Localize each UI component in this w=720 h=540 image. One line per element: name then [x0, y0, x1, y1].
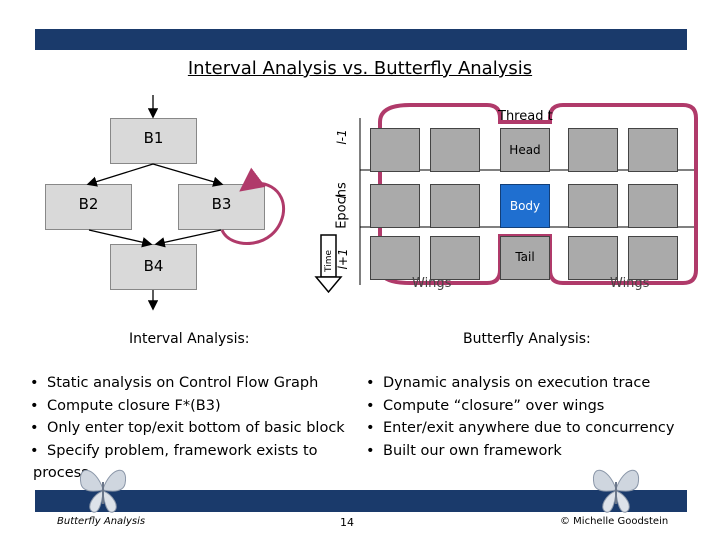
- thread-cell: [430, 236, 480, 280]
- thread-cell: [568, 236, 618, 280]
- wings-label-left: Wings: [412, 276, 452, 291]
- thread-cell: [628, 236, 678, 280]
- footer-author: © Michelle Goodstein: [560, 516, 669, 527]
- butterfly-heading: Butterfly Analysis:: [463, 331, 591, 347]
- thread-cell: [430, 128, 480, 172]
- epoch-row-l-plus-1: l+1: [336, 248, 350, 270]
- butterfly-tail-cell: Tail: [500, 236, 550, 280]
- butterfly-bullet-list: •Dynamic analysis on execution trace •Co…: [366, 372, 674, 462]
- slide-title: Interval Analysis vs. Butterfly Analysis: [187, 58, 533, 79]
- footer-presentation-name: Butterfly Analysis: [57, 516, 146, 527]
- thread-cell: [568, 184, 618, 228]
- thread-cell: [568, 128, 618, 172]
- epoch-row-l-minus-1: l-1: [335, 129, 349, 145]
- list-item: •Enter/exit anywhere due to concurrency: [366, 420, 675, 436]
- list-item: •Specify problem, framework exists to: [30, 442, 318, 459]
- cfg-block-b1: B1: [110, 118, 197, 164]
- butterfly-logo-icon: [79, 469, 127, 513]
- list-item: •Compute closure F*(B3): [30, 397, 221, 414]
- list-item: •Built our own framework: [366, 442, 562, 459]
- head-label: Head: [509, 143, 541, 157]
- thread-cell: [430, 184, 480, 228]
- thread-cell: [628, 128, 678, 172]
- cfg-edge-b3-b4: [154, 229, 222, 248]
- thread-cell: [370, 184, 420, 228]
- cfg-edge-b1-b2: [86, 163, 154, 187]
- butterfly-head-cell: Head: [500, 128, 550, 172]
- butterfly-body-cell: Body: [500, 184, 550, 228]
- cfg-self-loop-b3: [220, 167, 286, 245]
- cfg-edge-b1-b3: [152, 163, 224, 187]
- thread-cell: [628, 184, 678, 228]
- list-item-continuation: process: [33, 465, 89, 481]
- thread-label: Thread t: [498, 109, 553, 124]
- butterfly-logo-icon: [592, 469, 640, 513]
- thread-cell: [370, 128, 420, 172]
- list-item: •Compute “closure” over wings: [366, 397, 605, 414]
- interval-bullet-list: •Static analysis on Control Flow Graph •…: [30, 372, 345, 485]
- wings-label-right: Wings: [610, 276, 650, 291]
- time-label: Time: [324, 249, 334, 273]
- interval-heading: Interval Analysis:: [129, 331, 250, 347]
- bottom-banner: [35, 490, 687, 512]
- list-item: •Static analysis on Control Flow Graph: [30, 375, 319, 391]
- epoch-row-l: l: [335, 195, 349, 199]
- cfg-block-b3: B3: [178, 184, 265, 230]
- tail-label: Tail: [515, 250, 535, 264]
- footer-page-number: 14: [340, 516, 354, 529]
- thread-cell: [370, 236, 420, 280]
- cfg-block-b4: B4: [110, 244, 197, 290]
- time-arrow-head: [314, 276, 343, 294]
- list-item: •Dynamic analysis on execution trace: [366, 375, 651, 391]
- top-banner: [35, 29, 687, 50]
- body-label: Body: [509, 199, 541, 213]
- cfg-edge-b2-b4: [88, 229, 153, 248]
- epochs-label: Epochs: [334, 182, 350, 229]
- list-item: •Only enter top/exit bottom of basic blo…: [30, 420, 345, 436]
